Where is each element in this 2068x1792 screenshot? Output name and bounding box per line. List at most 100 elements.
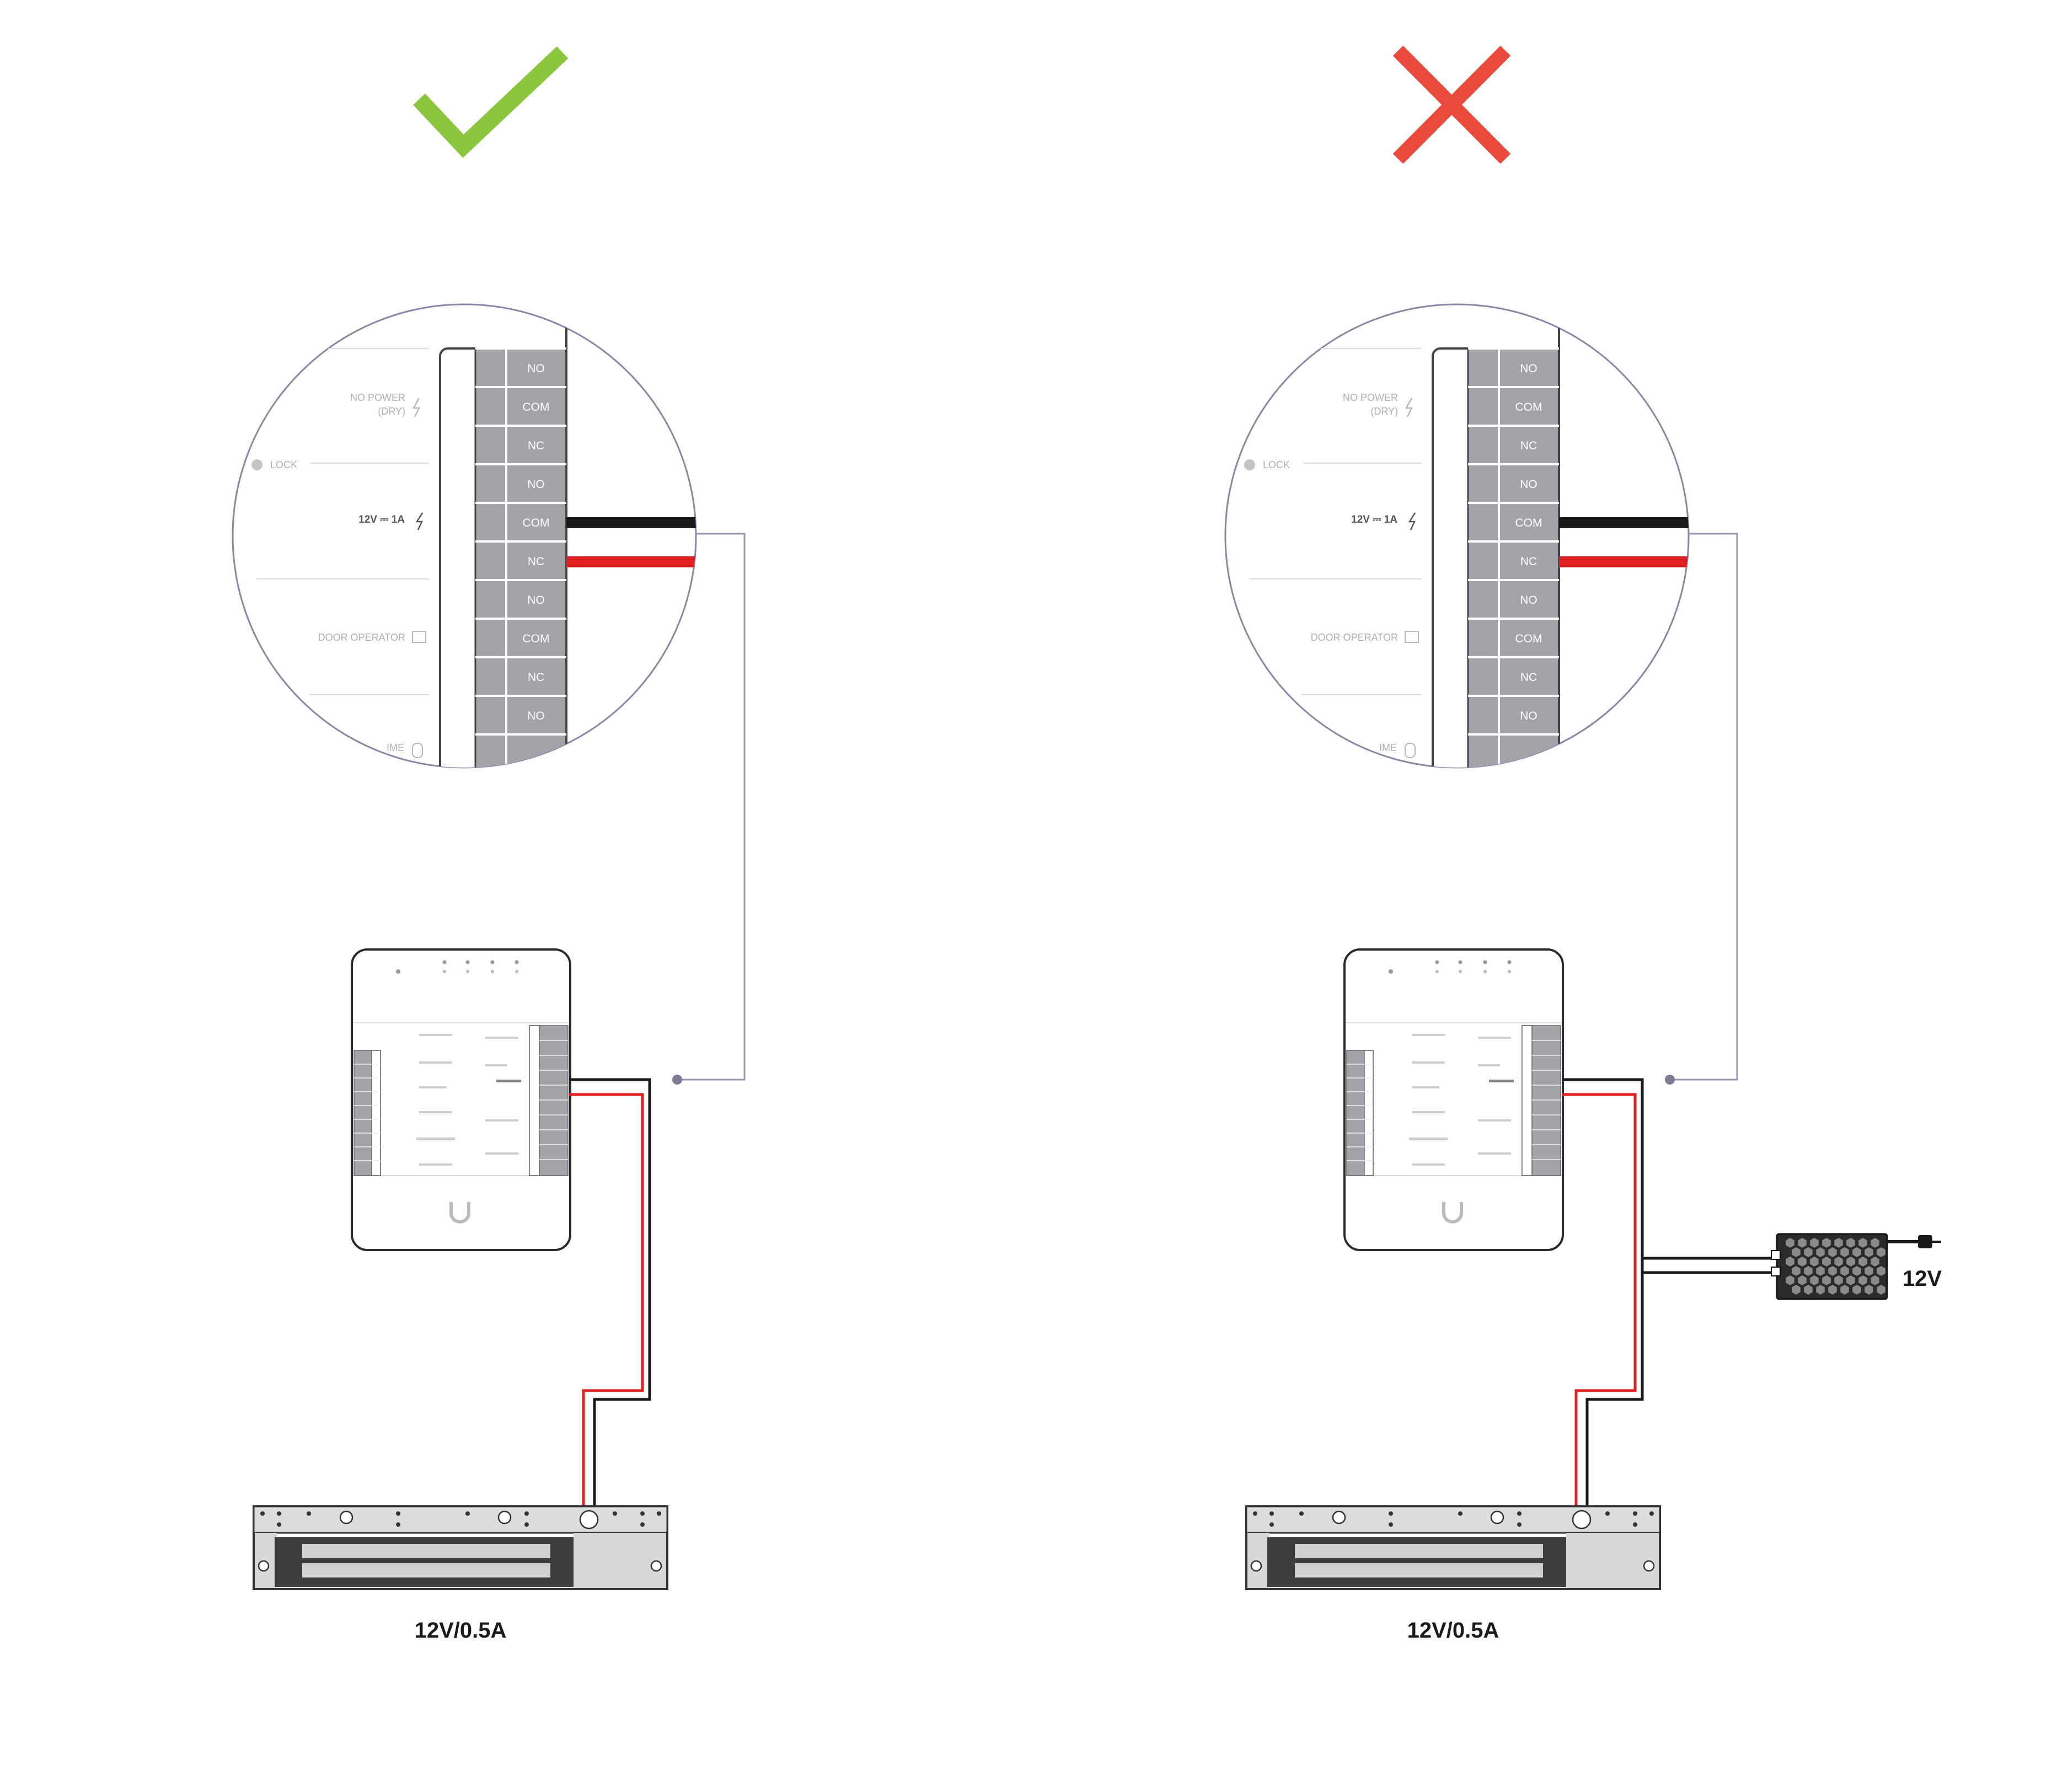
vent-cell [1846, 1238, 1855, 1248]
terminal-label: COM [523, 517, 550, 529]
vent-cell [1852, 1247, 1861, 1257]
access-hub-device [351, 948, 571, 1251]
lock-label: LOCK [270, 459, 297, 470]
external-power-supply [1771, 1233, 1941, 1300]
power-bolt-icon [1408, 512, 1416, 530]
terminal-label: NO [527, 362, 545, 375]
vent-cell [1840, 1247, 1849, 1257]
partial-label: IME [387, 742, 404, 753]
no-power-label: NO POWER [1343, 392, 1398, 403]
power-bolt-icon [415, 512, 424, 530]
vent-cell [1810, 1275, 1819, 1285]
vent-cell [1822, 1257, 1831, 1267]
door-operator-label: DOOR OPERATOR [318, 632, 405, 643]
dry-label: (DRY) [1370, 406, 1398, 417]
vent-cell [1852, 1285, 1861, 1295]
terminal-label: NC [528, 671, 544, 684]
power-rating-label: 12V ⎓ 1A [1351, 514, 1397, 525]
power-rating-label: 12V ⎓ 1A [358, 514, 405, 525]
vent-cell [1858, 1238, 1867, 1248]
terminal-label: NC [1520, 555, 1537, 568]
vent-cell [1798, 1275, 1807, 1285]
door-operator-icon [412, 631, 426, 643]
ubiquiti-logo-icon [1442, 1202, 1463, 1224]
vent-cell [1846, 1275, 1855, 1285]
vent-cell [1834, 1238, 1843, 1248]
terminal-label: NO [1520, 710, 1537, 722]
terminal-block [1468, 347, 1559, 736]
vent-cell [1865, 1247, 1873, 1257]
vent-cell [1822, 1275, 1831, 1285]
vent-cell [1858, 1257, 1867, 1267]
terminal-label: NC [528, 439, 544, 452]
incorrect-wiring-panel: NO POWER (DRY) LOCK 12V ⎓ 1A DOOR OPERAT… [1224, 45, 1942, 1643]
terminal-block [475, 347, 566, 736]
vent-cell [1828, 1247, 1837, 1257]
magnetic-lock [253, 1505, 668, 1590]
dry-label: (DRY) [378, 406, 405, 417]
cross-icon [1392, 45, 1511, 164]
vent-cell [1828, 1285, 1837, 1295]
vent-cell [1852, 1266, 1861, 1276]
vent-cell [1816, 1247, 1825, 1257]
no-power-icon [412, 398, 421, 417]
vent-cell [1804, 1285, 1813, 1295]
terminal-label: COM [1515, 632, 1542, 645]
vent-cell [1858, 1275, 1867, 1285]
no-power-label: NO POWER [350, 392, 405, 403]
red-wire-run [1562, 1093, 1637, 1522]
terminal-label: NO [527, 594, 545, 607]
magnet-rating-label: 12V/0.5A [415, 1618, 507, 1643]
vent-cell [1840, 1285, 1849, 1295]
terminal-label: NO [1520, 478, 1537, 491]
vent-cell [1816, 1285, 1825, 1295]
vent-cell [1840, 1266, 1849, 1276]
vent-cell [1871, 1238, 1879, 1248]
no-power-icon [1405, 398, 1413, 417]
vent-cell [1871, 1257, 1879, 1267]
terminal-label: NC [1520, 671, 1537, 684]
zoom-leader-dot [672, 1075, 682, 1085]
zoom-leader-dot [1665, 1075, 1675, 1085]
partial-icon [412, 743, 423, 758]
vent-cell [1786, 1275, 1794, 1285]
vent-cell [1865, 1266, 1873, 1276]
vent-cell [1786, 1257, 1794, 1267]
vent-cell [1834, 1257, 1843, 1267]
partial-icon [1405, 743, 1416, 758]
black-wire-run [1562, 1078, 1644, 1522]
vent-cell [1792, 1285, 1801, 1295]
black-wire-run [569, 1078, 651, 1522]
terminal-label: NO [1520, 362, 1537, 375]
vent-cell [1798, 1238, 1807, 1248]
terminal-label: NC [528, 555, 544, 568]
terminal-label: COM [523, 401, 550, 414]
terminal-label: NO [527, 478, 545, 491]
vent-cell [1877, 1266, 1885, 1276]
terminal-label: COM [1515, 401, 1542, 414]
vent-cell [1792, 1266, 1801, 1276]
terminal-label: NO [527, 710, 545, 722]
magnetic-lock [1245, 1505, 1661, 1590]
terminal-label: NO [1520, 594, 1537, 607]
vent-cell [1877, 1285, 1885, 1295]
vent-cell [1816, 1266, 1825, 1276]
access-hub-device [1343, 948, 1564, 1251]
red-wire-run [569, 1093, 644, 1522]
zoom-leader-line [1670, 533, 1738, 1081]
ubiquiti-logo-icon [449, 1202, 470, 1224]
correct-wiring-panel: NO POWER (DRY) LOCK 12V ⎓ 1A DOOR OPERAT… [232, 46, 746, 1643]
vent-cell [1828, 1266, 1837, 1276]
vent-cell [1865, 1285, 1873, 1295]
vent-grille [1786, 1238, 1885, 1295]
vent-cell [1804, 1266, 1813, 1276]
lock-label: LOCK [1263, 459, 1290, 470]
vent-cell [1871, 1275, 1879, 1285]
vent-cell [1810, 1238, 1819, 1248]
zoom-inset: NO POWER (DRY) LOCK 12V ⎓ 1A DOOR OPERAT… [232, 303, 697, 769]
vent-cell [1834, 1275, 1843, 1285]
zoom-leader-line [677, 533, 746, 1081]
